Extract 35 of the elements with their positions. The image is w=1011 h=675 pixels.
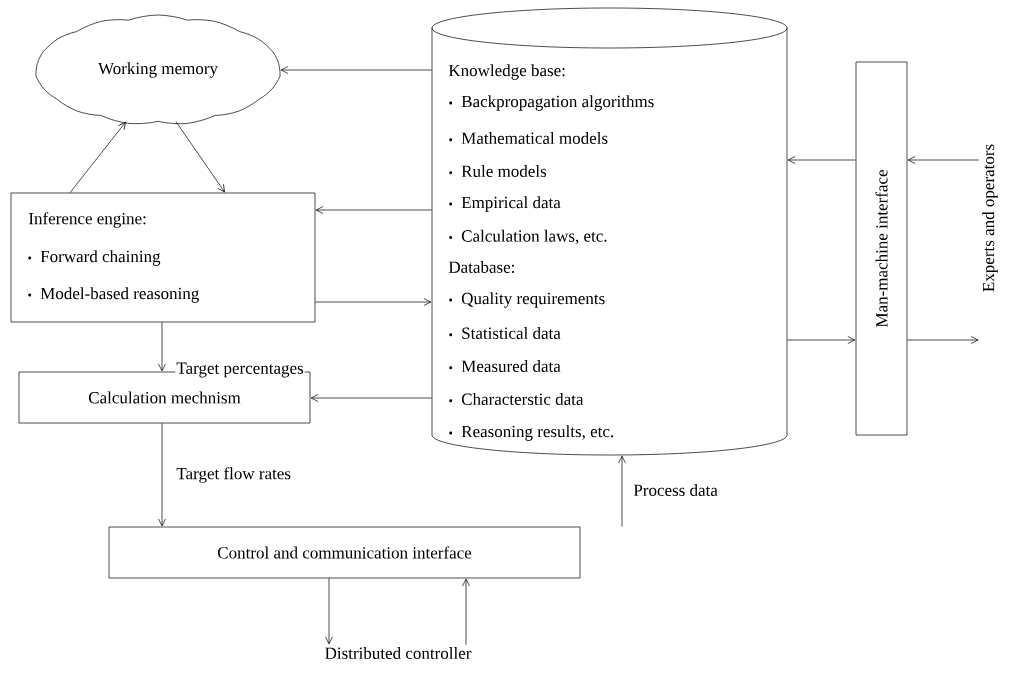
- edge-label: Target percentages: [175, 361, 305, 379]
- arrow: [158, 423, 166, 527]
- interface-panel: Man-machine interface: [855, 61, 908, 436]
- list-item: Characterstic data: [449, 393, 584, 405]
- list-item: Empirical data: [449, 196, 561, 212]
- arrow: [462, 578, 470, 646]
- arrow: [310, 394, 432, 402]
- arrow: [315, 206, 432, 214]
- process-box: Inference engine: Forward chaining Model-based reasoning: [10, 192, 316, 323]
- section-heading: Database:: [448, 261, 514, 273]
- list-item: Reasoning results, etc.: [449, 425, 614, 441]
- list-item: Backpropagation algorithms: [449, 95, 654, 111]
- device-label: Distributed controller: [325, 647, 472, 659]
- section-heading: Knowledge base:: [448, 64, 565, 80]
- edge-label: Process data: [632, 483, 719, 497]
- list-item: Rule models: [449, 165, 547, 177]
- list-item: Quality requirements: [449, 292, 605, 308]
- arrow: [69, 121, 126, 193]
- arrow: [325, 578, 333, 645]
- list-item: Statistical data: [449, 327, 561, 339]
- arrow: [787, 336, 856, 344]
- arrow: [280, 66, 432, 74]
- arrow: [158, 322, 166, 372]
- actor-label: Experts and operators: [982, 144, 998, 292]
- arrow: [907, 336, 979, 344]
- edge-label: Target flow rates: [175, 466, 292, 484]
- list-item: Mathematical models: [449, 132, 608, 144]
- arrow: [315, 298, 432, 306]
- arrow: [787, 156, 856, 164]
- list-item: Measured data: [449, 360, 561, 372]
- arrow: [907, 156, 980, 164]
- list-item: Calculation laws, etc.: [449, 229, 607, 245]
- interface-box: Control and communication interface: [108, 526, 581, 579]
- arrow: [618, 455, 626, 527]
- arrow: [175, 121, 225, 193]
